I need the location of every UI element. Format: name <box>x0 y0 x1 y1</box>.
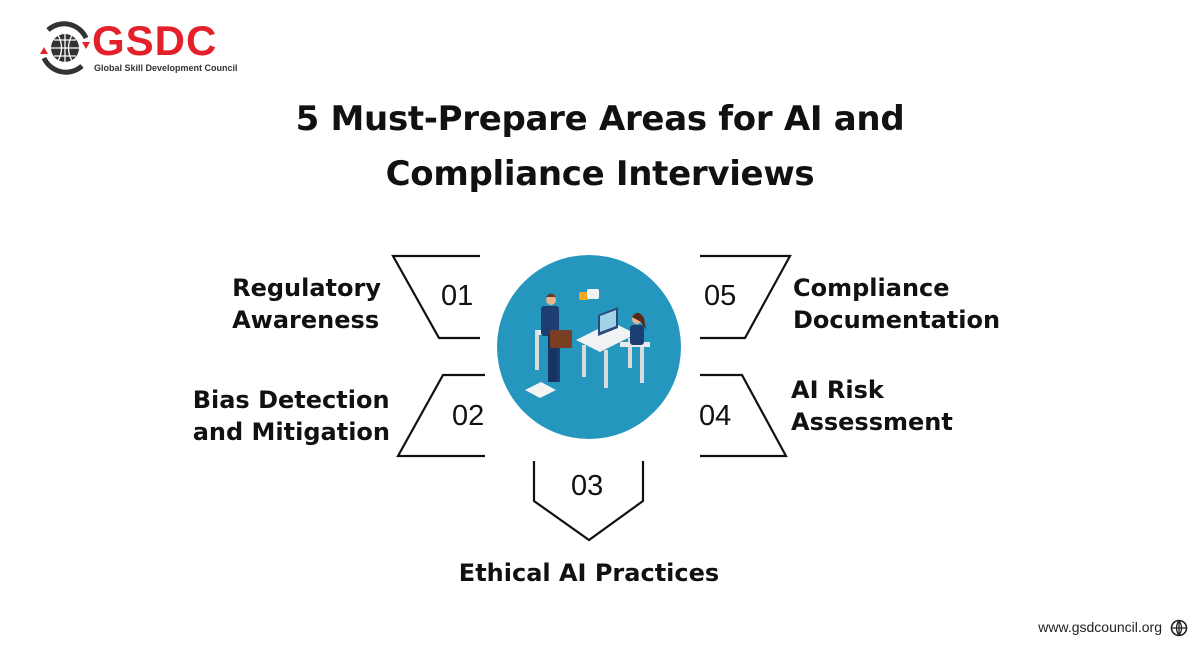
area-number-05: 05 <box>704 280 737 312</box>
area-number-02: 02 <box>452 400 485 432</box>
area-number-04: 04 <box>699 400 732 432</box>
logo-tagline: Global Skill Development Council <box>94 63 238 73</box>
interview-illustration-icon <box>525 289 650 398</box>
center-circle <box>497 255 681 439</box>
area-label-03: Ethical AI Practices <box>458 559 720 587</box>
shape-04 <box>700 373 788 458</box>
shape-02 <box>396 373 485 458</box>
globe-logo-icon <box>40 21 90 75</box>
shape-01 <box>391 254 480 340</box>
website-url[interactable]: www.gsdcouncil.org <box>1038 619 1162 635</box>
title-line-2: Compliance Interviews <box>385 154 815 194</box>
title-line-1: 5 Must-Prepare Areas for AI and <box>295 99 905 139</box>
area-number-01: 01 <box>441 280 474 312</box>
globe-icon <box>1170 619 1188 637</box>
shape-03 <box>532 461 645 542</box>
logo-brand: GSDC <box>92 17 218 64</box>
shape-05 <box>700 254 792 340</box>
page-title: 5 Must-Prepare Areas for AI and Complian… <box>0 92 1200 202</box>
area-number-03: 03 <box>571 470 604 502</box>
